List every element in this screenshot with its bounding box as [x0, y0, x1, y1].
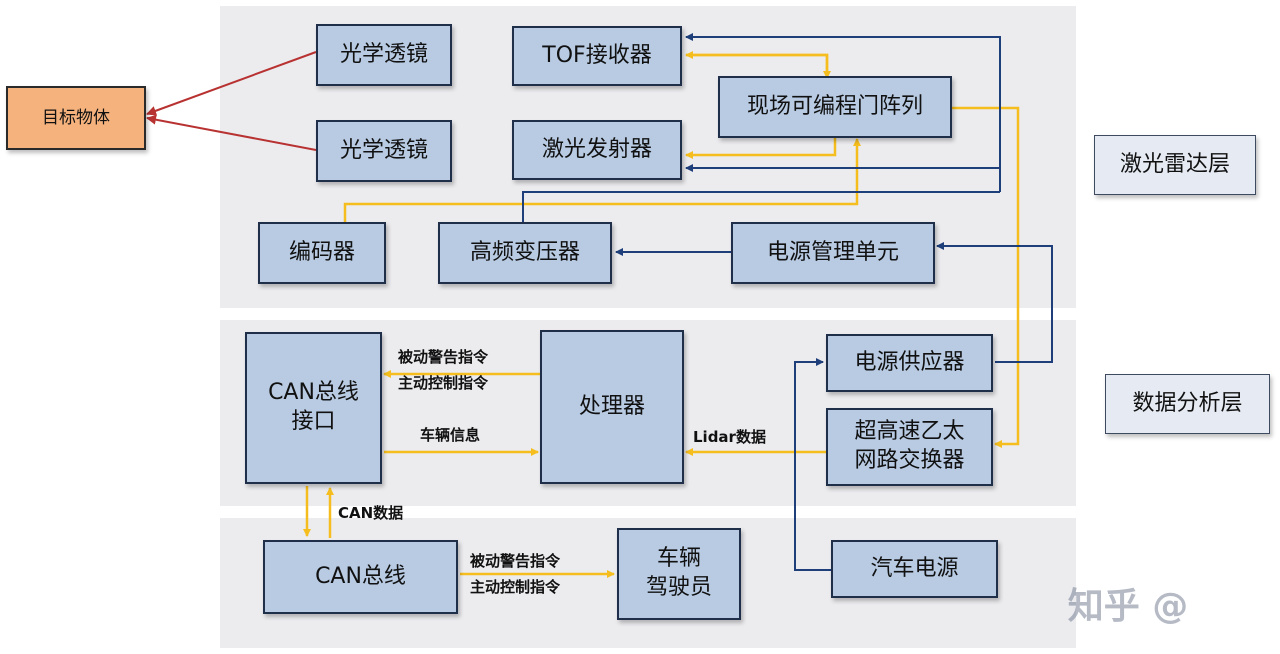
optical-lens-node-2: 光学透镜 — [316, 120, 452, 182]
active-control-label-1: 主动控制指令 — [398, 374, 489, 392]
lens-to-target-wires — [146, 51, 317, 151]
can-data-label: CAN数据 — [338, 504, 404, 522]
yellow-wires — [303, 51, 1020, 578]
optical-lens-node-1: 光学透镜 — [316, 24, 452, 86]
target-object-node: 目标物体 — [6, 86, 146, 150]
watermark: 知乎 @ — [1067, 586, 1189, 627]
laser-emitter-node: 激光发射器 — [512, 120, 682, 180]
can-bus-node: CAN总线 — [263, 540, 458, 614]
tof-receiver-node: TOF接收器 — [512, 26, 682, 86]
ethernet-switch-node: 超高速乙太 网路交换器 — [826, 408, 993, 486]
passive-warning-label-1: 被动警告指令 — [398, 348, 489, 366]
lidar-data-label: Lidar数据 — [693, 428, 766, 446]
vehicle-driver-node: 车辆 驾驶员 — [617, 528, 741, 620]
hf-transformer-node: 高频变压器 — [438, 222, 612, 284]
fpga-node: 现场可编程门阵列 — [718, 76, 952, 138]
passive-warning-label-2: 被动警告指令 — [470, 552, 561, 570]
power-management-node: 电源管理单元 — [731, 222, 935, 284]
active-control-label-2: 主动控制指令 — [470, 578, 561, 596]
encoder-node: 编码器 — [258, 222, 386, 284]
processor-node: 处理器 — [540, 330, 684, 484]
car-power-node: 汽车电源 — [831, 540, 998, 598]
vehicle-info-label: 车辆信息 — [420, 426, 481, 444]
can-interface-node: CAN总线 接口 — [245, 332, 382, 484]
analysis-layer-label: 数据分析层 — [1105, 374, 1270, 434]
blue-wires — [522, 33, 1053, 571]
power-supply-node: 电源供应器 — [826, 334, 993, 392]
lidar-layer-label: 激光雷达层 — [1094, 135, 1256, 195]
